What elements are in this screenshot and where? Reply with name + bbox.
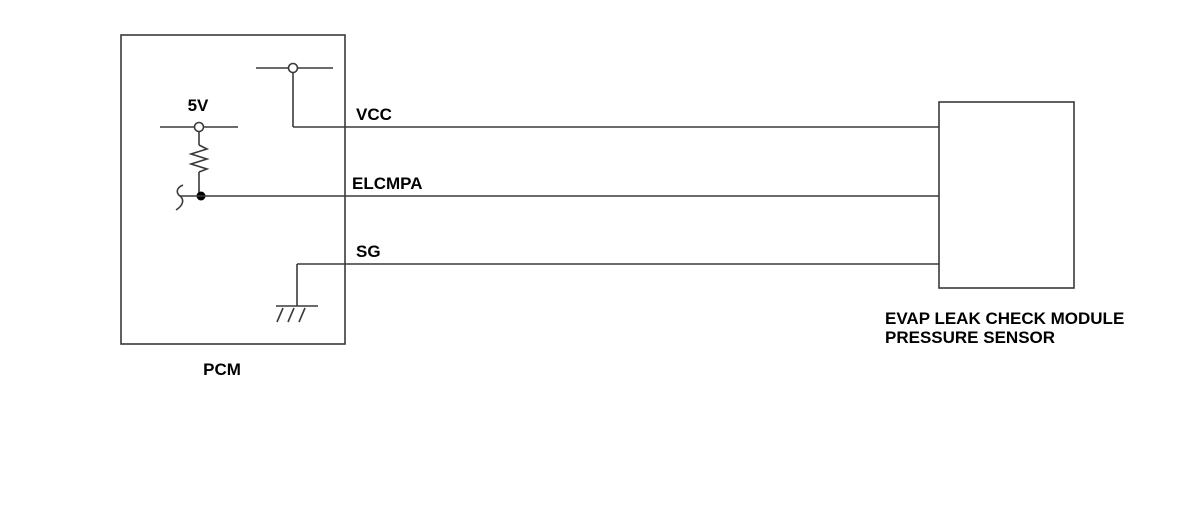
vcc-terminal-icon: [256, 62, 333, 127]
input-junction-icon: [175, 184, 206, 211]
supply-terminal-icon: [160, 121, 238, 145]
pcm-label: PCM: [203, 360, 241, 379]
ground-icon: [276, 264, 318, 323]
sensor-label-line2: PRESSURE SENSOR: [885, 328, 1055, 347]
wire-label-elcmpa: ELCMPA: [352, 174, 423, 193]
sensor-box: [938, 101, 1075, 289]
pcm-box: [120, 34, 346, 345]
sensor-label-line1: EVAP LEAK CHECK MODULE: [885, 309, 1124, 328]
wire-label-sg: SG: [356, 242, 381, 261]
supply-5v-label: 5V: [188, 96, 209, 115]
wire-label-vcc: VCC: [356, 105, 392, 124]
resistor-icon: [188, 144, 210, 196]
